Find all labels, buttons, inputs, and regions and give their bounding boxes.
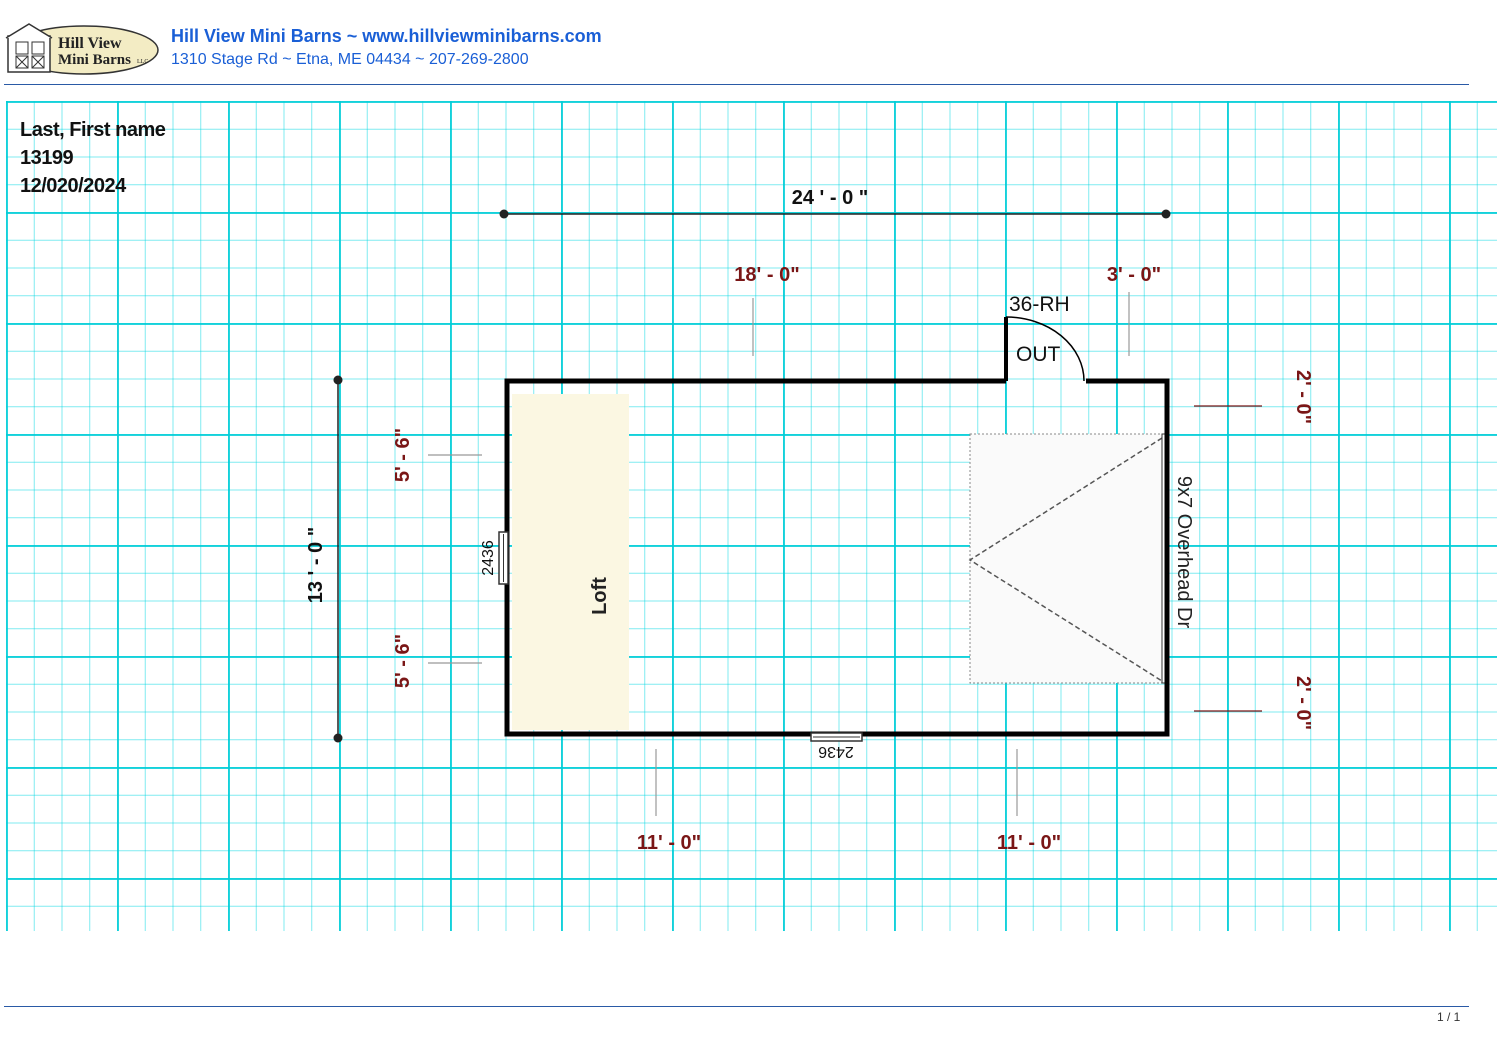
company-logo: Hill View Mini Barns LLC: [5, 23, 159, 75]
loft-label: Loft: [589, 577, 611, 615]
footer-divider: [4, 1006, 1469, 1007]
page-number: 1 / 1: [1437, 1010, 1461, 1024]
svg-text:LLC: LLC: [137, 59, 148, 65]
loft-area: [512, 394, 629, 730]
overall-depth-label: 13 ' - 0 ": [305, 527, 327, 604]
header-divider: [4, 84, 1469, 85]
customer-name: Last, First name: [20, 119, 166, 141]
door-swing-arc: [1005, 316, 1085, 382]
dim-right-top: 2' - 0": [1292, 370, 1314, 424]
door-label: 36-RH: [1009, 293, 1070, 316]
dim-right-bottom: 2' - 0": [1292, 676, 1314, 730]
dim-bottom-left: 11' - 0": [637, 832, 701, 854]
company-name-website[interactable]: Hill View Mini Barns ~ www.hillviewminib…: [171, 26, 602, 46]
order-number: 13199: [20, 147, 74, 169]
overhead-door-label: 9x7 Overhead Dr: [1173, 476, 1195, 629]
overhead-door-swing: [968, 437, 1163, 682]
overhead-door-area: [969, 433, 1165, 684]
company-address: 1310 Stage Rd ~ Etna, ME 04434 ~ 207-269…: [171, 51, 529, 68]
dim-left-bottom: 5' - 6": [392, 634, 414, 688]
dim-left-top: 5' - 6": [392, 428, 414, 482]
page-header: Hill View Mini Barns LLC Hill View Mini …: [0, 0, 1497, 88]
overall-width-label: 24 ' - 0 ": [792, 187, 869, 209]
order-date: 12/020/2024: [20, 175, 126, 197]
dim-bottom-right: 11' - 0": [997, 832, 1061, 854]
dim-door-right: 3' - 0": [1107, 264, 1161, 286]
dim-door-left: 18' - 0": [734, 264, 799, 286]
customer-info: Last, First name 13199 12/020/2024: [20, 116, 166, 200]
svg-text:Hill View: Hill View: [58, 35, 122, 52]
window-left-label: 2436: [480, 540, 497, 576]
graph-paper-grid: [6, 101, 1497, 931]
door-swing-label: OUT: [1016, 343, 1061, 366]
svg-text:Mini Barns: Mini Barns: [58, 52, 131, 68]
window-bottom-label: 2436: [818, 743, 854, 760]
